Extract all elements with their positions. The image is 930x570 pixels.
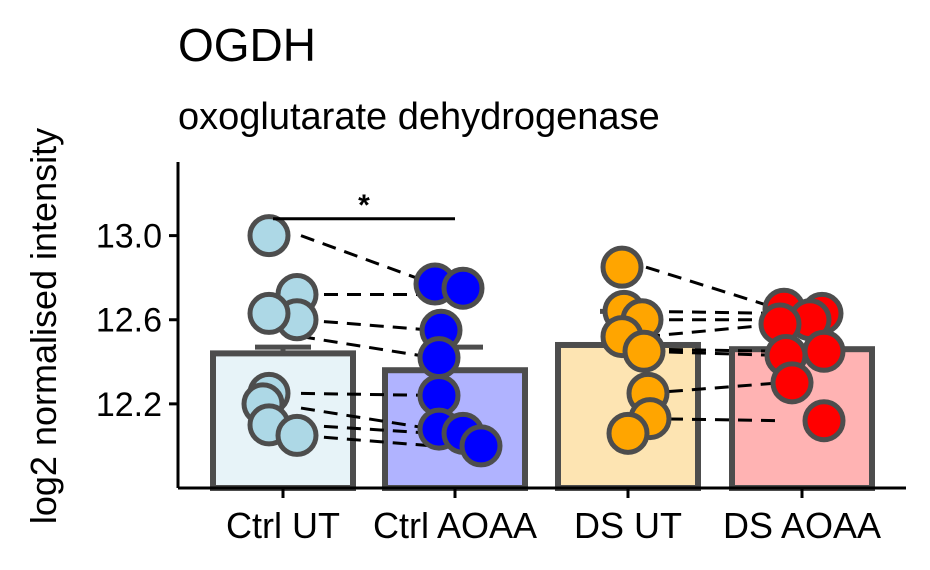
data-point-1-4 xyxy=(247,291,291,335)
y-ticks-layer: 12.2 12.6 13.0 xyxy=(96,218,178,424)
x-tick-label-2: Ctrl AOAA xyxy=(373,505,537,546)
x-tick-label-4: DS AOAA xyxy=(723,505,881,546)
paired-line-1-3 xyxy=(300,318,434,332)
significance-label-1: * xyxy=(358,189,370,222)
y-axis-label: log2 normalised intensity xyxy=(23,128,64,524)
paired-line-2-1 xyxy=(645,265,781,311)
data-point-2-2 xyxy=(441,266,485,310)
x-tick-label-1: Ctrl UT xyxy=(226,505,340,546)
y-tick-label-2: 12.6 xyxy=(96,302,162,340)
data-point-4-8 xyxy=(802,399,846,443)
data-point-2-4 xyxy=(417,336,461,380)
points-layer xyxy=(241,214,846,468)
y-tick-label-1: 12.2 xyxy=(96,386,162,424)
x-tick-label-3: DS UT xyxy=(574,505,682,546)
significance-layer: * xyxy=(273,189,455,222)
data-point-4-7 xyxy=(770,361,814,405)
data-point-2-8 xyxy=(459,424,503,468)
y-tick-label-3: 13.0 xyxy=(96,218,162,256)
axes-layer xyxy=(176,162,906,490)
data-point-3-1 xyxy=(600,245,644,289)
data-point-3-5 xyxy=(622,329,666,373)
paired-line-1-1 xyxy=(300,234,434,286)
data-point-1-1 xyxy=(247,214,291,258)
data-point-1-8 xyxy=(275,413,319,457)
x-ticks-layer: Ctrl UT Ctrl AOAA DS UT DS AOAA xyxy=(226,488,881,546)
paired-lines-layer xyxy=(300,234,781,448)
data-point-3-8 xyxy=(606,411,650,455)
chart-subtitle: oxoglutarate dehydrogenase xyxy=(178,96,660,138)
chart-title: OGDH xyxy=(178,19,316,71)
data-point-4-5 xyxy=(802,329,846,373)
paired-line-2-2 xyxy=(645,309,781,315)
